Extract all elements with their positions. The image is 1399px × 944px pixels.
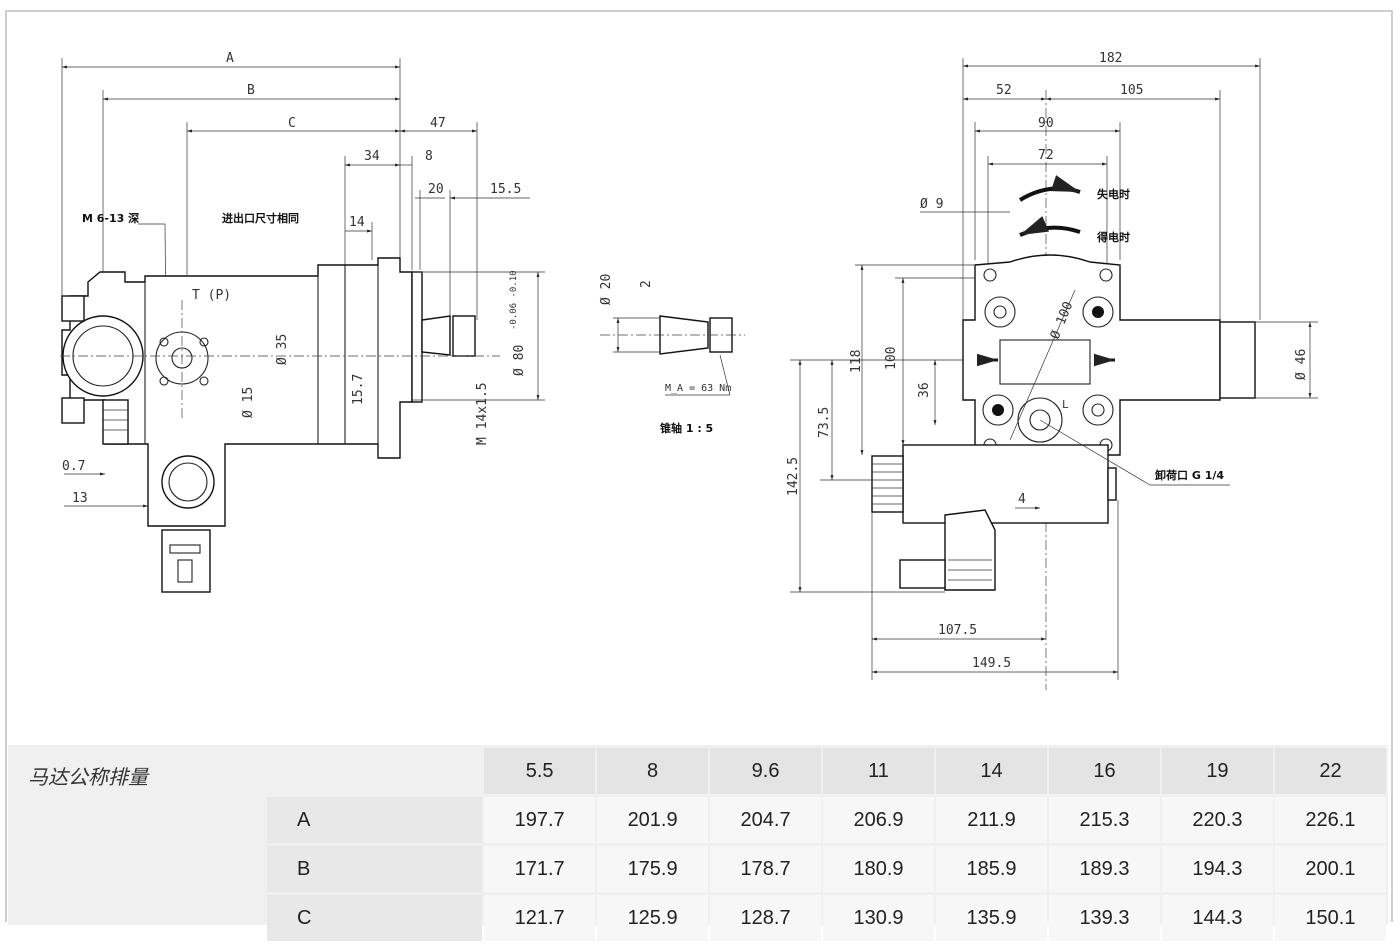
table-header-row: 5.5 8 9.6 11 14 16 19 22 xyxy=(267,748,1386,794)
header-cell: 5.5 xyxy=(484,748,596,794)
table-cell: 135.9 xyxy=(936,895,1047,941)
table-cell: 130.9 xyxy=(823,895,935,941)
header-cell: 9.6 xyxy=(710,748,822,794)
port-note: 进出口尺寸相同 xyxy=(222,211,299,225)
table-cell: 139.3 xyxy=(1048,895,1160,941)
dim-shaft-2: 2 xyxy=(639,280,654,288)
header-cell: 8 xyxy=(597,748,709,794)
table-cell: 150.1 xyxy=(1274,895,1386,941)
header-blank xyxy=(267,748,483,794)
table-cell: 197.7 xyxy=(484,797,596,843)
dim-d15: Ø 15 xyxy=(241,387,256,418)
dim-b: B xyxy=(247,83,255,98)
dim-a: A xyxy=(226,51,234,66)
dim-shaft-d20: Ø 20 xyxy=(599,274,614,305)
dim-34: 34 xyxy=(364,149,380,164)
port-l: L xyxy=(1062,398,1069,411)
header-cell: 14 xyxy=(936,748,1047,794)
row-label: B xyxy=(267,846,483,892)
table-cell: 220.3 xyxy=(1161,797,1273,843)
spec-grid: 5.5 8 9.6 11 14 16 19 22 A 197.7 201.9 2… xyxy=(265,745,1388,944)
table-cell: 204.7 xyxy=(710,797,822,843)
taper-shaft-detail: Ø 20 2 M_A = 63 Nm 锥轴 1 : 5 xyxy=(599,274,745,435)
table-cell: 125.9 xyxy=(597,895,709,941)
row-label: A xyxy=(267,797,483,843)
dim-8: 8 xyxy=(425,149,433,164)
table-cell: 180.9 xyxy=(823,846,935,892)
table-cell: 171.7 xyxy=(484,846,596,892)
dim-90: 90 xyxy=(1038,116,1054,131)
label-tp: T (P) xyxy=(192,288,231,303)
displacement-table: 马达公称排量 5.5 8 9.6 11 14 16 19 22 A 197.7 … xyxy=(8,745,1388,941)
dim-c: C xyxy=(288,116,296,131)
dim-m14: M 14x1.5 xyxy=(475,382,490,445)
dim-d35: Ø 35 xyxy=(275,334,290,365)
table-cell: 128.7 xyxy=(710,895,822,941)
table-cell: 215.3 xyxy=(1048,797,1160,843)
dim-d80: Ø 80 xyxy=(512,345,527,376)
dim-47: 47 xyxy=(430,116,446,131)
dim-14: 14 xyxy=(349,215,365,230)
table-cell: 200.1 xyxy=(1274,846,1386,892)
dim-149-5: 149.5 xyxy=(972,656,1011,671)
dim-182: 182 xyxy=(1099,51,1122,66)
dim-15-5: 15.5 xyxy=(490,182,521,197)
table-cell: 121.7 xyxy=(484,895,596,941)
side-view: A B C 47 34 8 20 15.5 14 M 6-13 深 进出口尺寸相… xyxy=(60,51,545,593)
dim-4: 4 xyxy=(1018,492,1026,507)
technical-drawing: A B C 47 34 8 20 15.5 14 M 6-13 深 进出口尺寸相… xyxy=(60,51,1318,690)
drawing-frame xyxy=(5,10,1393,922)
header-cell: 22 xyxy=(1274,748,1386,794)
dim-52: 52 xyxy=(996,83,1012,98)
table-cell: 194.3 xyxy=(1161,846,1273,892)
table-row: A 197.7 201.9 204.7 206.9 211.9 215.3 22… xyxy=(267,797,1386,843)
header-cell: 11 xyxy=(823,748,935,794)
header-cell: 16 xyxy=(1048,748,1160,794)
table-cell: 185.9 xyxy=(936,846,1047,892)
dim-72: 72 xyxy=(1038,148,1054,163)
label-deenergized: 失电时 xyxy=(1097,187,1130,201)
dim-100-vert: 100 xyxy=(884,347,899,370)
dim-107-5: 107.5 xyxy=(938,623,977,638)
table-title: 马达公称排量 xyxy=(28,765,148,789)
dim-142-5: 142.5 xyxy=(786,457,801,496)
label-drain-port: 卸荷口 G 1/4 xyxy=(1155,468,1224,482)
table-cell: 226.1 xyxy=(1274,797,1386,843)
dim-36: 36 xyxy=(917,382,932,398)
shaft-caption: 锥轴 1 : 5 xyxy=(660,421,713,435)
front-view: 182 52 105 90 72 Ø 9 失电时 得电时 Ø 100 A B L xyxy=(786,51,1318,690)
thread-note: M 6-13 深 xyxy=(82,211,139,225)
torque-spec: M_A = 63 Nm xyxy=(665,383,731,394)
table-cell: 178.7 xyxy=(710,846,822,892)
dim-20: 20 xyxy=(428,182,444,197)
table-row: B 171.7 175.9 178.7 180.9 185.9 189.3 19… xyxy=(267,846,1386,892)
dim-13: 13 xyxy=(72,491,88,506)
row-label: C xyxy=(267,895,483,941)
table-cell: 206.9 xyxy=(823,797,935,843)
dim-73-5: 73.5 xyxy=(817,407,832,438)
label-energized: 得电时 xyxy=(1096,230,1130,244)
table-cell: 144.3 xyxy=(1161,895,1273,941)
table-cell: 211.9 xyxy=(936,797,1047,843)
table-cell: 189.3 xyxy=(1048,846,1160,892)
dim-15-7: 15.7 xyxy=(351,374,366,405)
table-cell: 201.9 xyxy=(597,797,709,843)
dim-118: 118 xyxy=(849,350,864,373)
dim-d9: Ø 9 xyxy=(920,197,943,212)
dim-105: 105 xyxy=(1120,83,1143,98)
header-cell: 19 xyxy=(1161,748,1273,794)
dim-d80-tol: -0.06 -0.10 xyxy=(509,270,519,330)
table-cell: 175.9 xyxy=(597,846,709,892)
dim-d46: Ø 46 xyxy=(1294,349,1309,380)
table-row: C 121.7 125.9 128.7 130.9 135.9 139.3 14… xyxy=(267,895,1386,941)
dim-0-7: 0.7 xyxy=(62,459,85,474)
